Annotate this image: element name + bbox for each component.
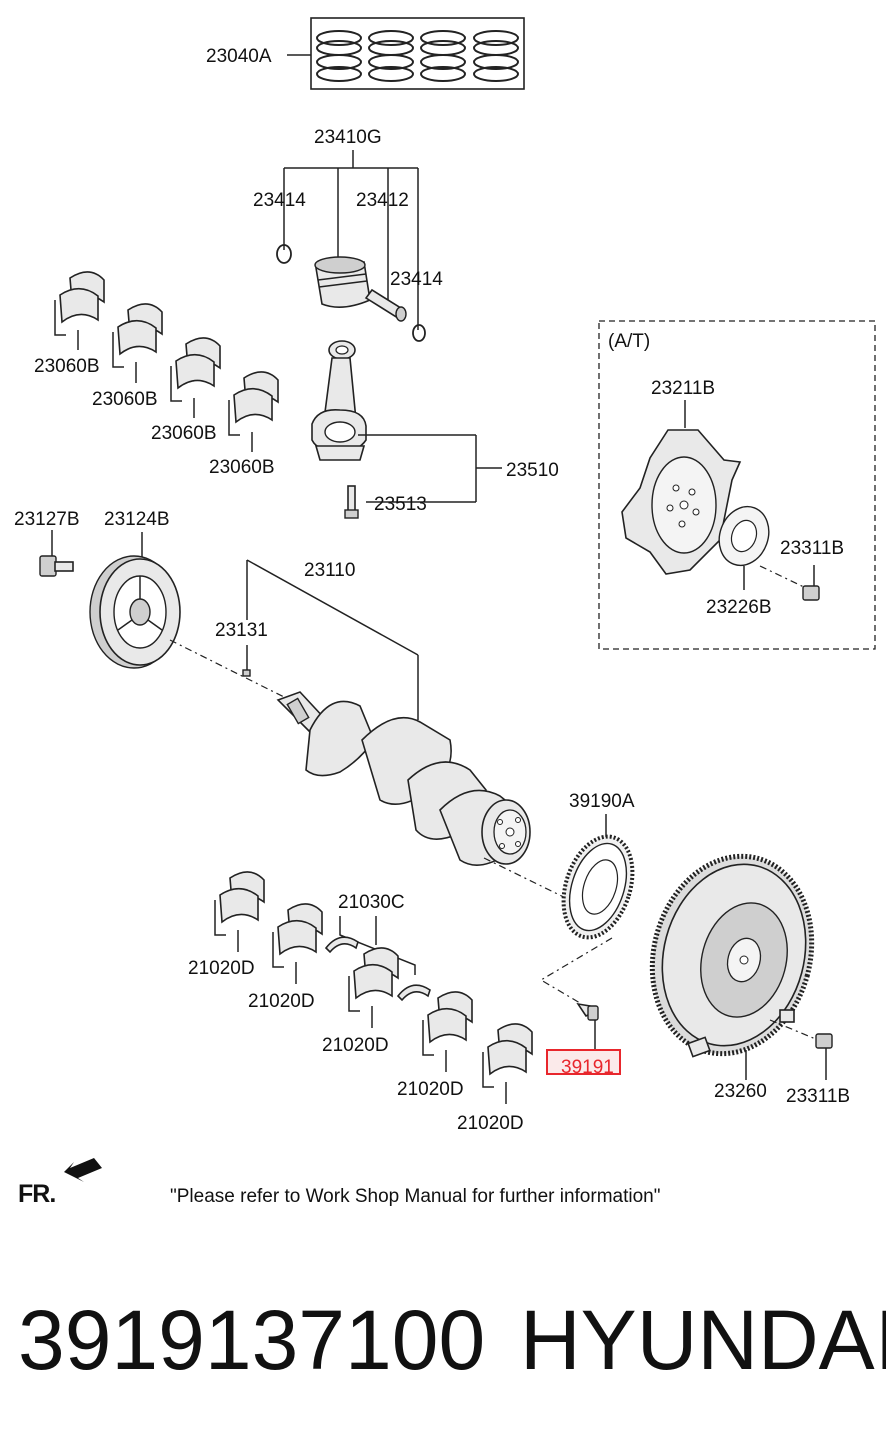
label-23127B: 23127B xyxy=(14,509,80,530)
crankshaft-pulley[interactable] xyxy=(89,532,181,669)
label-23060B-4: 23060B xyxy=(209,457,275,478)
label-23311B-b: 23311B xyxy=(786,1086,850,1107)
label-21020D-1: 21020D xyxy=(188,958,255,979)
piston-ring-set[interactable] xyxy=(287,17,525,90)
bearing-set-23060B[interactable] xyxy=(54,271,279,452)
label-39191: 39191 xyxy=(561,1057,614,1078)
ring-gear[interactable] xyxy=(551,828,644,947)
label-21030C: 21030C xyxy=(338,892,405,913)
flywheel[interactable] xyxy=(631,838,833,1072)
label-23124B: 23124B xyxy=(104,509,170,530)
ring-gear-bolt[interactable] xyxy=(576,1002,599,1050)
brand-name: HYUNDAI xyxy=(520,1293,886,1387)
main-bearings-21020D[interactable] xyxy=(214,871,533,1104)
label-23110: 23110 xyxy=(304,560,355,581)
label-23414-a: 23414 xyxy=(253,190,306,211)
connecting-rod[interactable] xyxy=(311,340,502,519)
label-23260: 23260 xyxy=(714,1081,767,1102)
front-label: FR. xyxy=(18,1180,56,1208)
label-21020D-4: 21020D xyxy=(397,1079,464,1100)
label-21020D-5: 21020D xyxy=(457,1113,524,1134)
adapter-plate[interactable] xyxy=(711,500,777,590)
woodruff-key[interactable] xyxy=(242,669,251,677)
label-23040A: 23040A xyxy=(206,46,272,67)
label-23311B-a: 23311B xyxy=(780,538,844,559)
pulley-bolt[interactable] xyxy=(39,530,74,577)
label-23412: 23412 xyxy=(356,190,409,211)
label-23060B-3: 23060B xyxy=(151,423,217,444)
manual-note: "Please refer to Work Shop Manual for fu… xyxy=(170,1186,661,1207)
label-at: (A/T) xyxy=(608,331,650,352)
label-23414-b: 23414 xyxy=(390,269,443,290)
label-21020D-2: 21020D xyxy=(248,991,315,1012)
label-23211B: 23211B xyxy=(651,378,715,399)
label-23410G: 23410G xyxy=(314,127,382,148)
label-39190A: 39190A xyxy=(569,791,635,812)
label-23131: 23131 xyxy=(215,620,268,641)
crankshaft[interactable] xyxy=(276,691,531,866)
label-23510: 23510 xyxy=(506,460,559,481)
drive-plate[interactable] xyxy=(621,400,742,575)
label-21020D-3: 21020D xyxy=(322,1035,389,1056)
front-arrow-icon xyxy=(64,1158,102,1182)
highlight-box-39191[interactable]: 39191 xyxy=(546,1049,621,1078)
part-number: 3919137100 xyxy=(18,1293,486,1387)
bolt-23311B-b[interactable] xyxy=(815,1033,833,1080)
label-23226B: 23226B xyxy=(706,597,772,618)
label-23513: 23513 xyxy=(374,494,427,515)
bolt-23311B-a[interactable] xyxy=(802,565,820,601)
piston-assembly[interactable]: 23410G 23414 23412 23414 xyxy=(253,127,443,342)
automatic-transmission-box xyxy=(598,320,876,650)
label-23060B-2: 23060B xyxy=(92,389,158,410)
label-23060B-1: 23060B xyxy=(34,356,100,377)
